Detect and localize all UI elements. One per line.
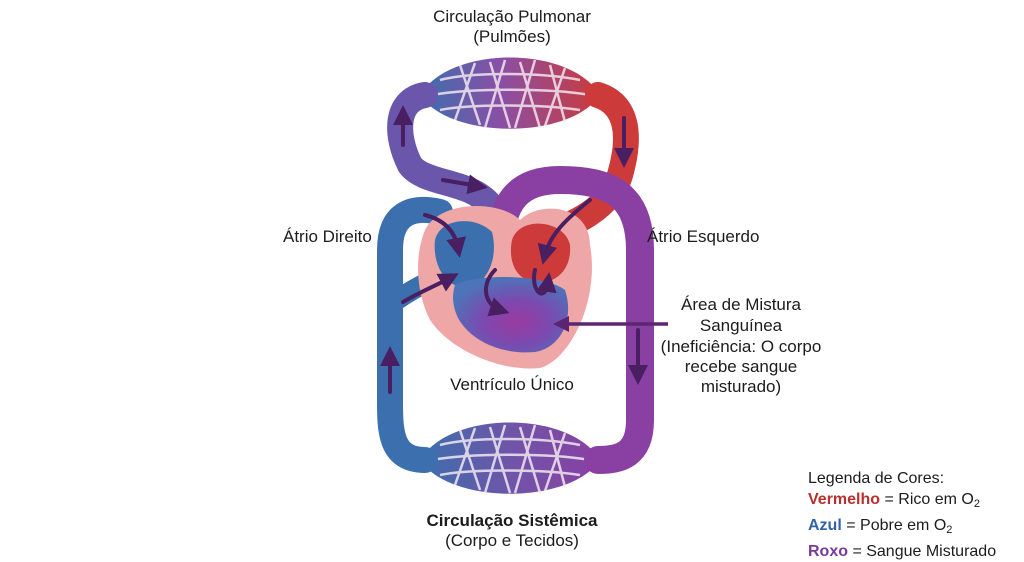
systemic-title: Circulação Sistêmica	[426, 511, 598, 530]
legend-red-word: Vermelho	[808, 491, 881, 508]
legend-blue-subscript: 2	[946, 524, 953, 536]
legend-purple-text: = Sangue Misturado	[848, 543, 997, 560]
left-atrium-label: Átrio Esquerdo	[647, 227, 760, 246]
ventricle-label: Ventrículo Único	[450, 375, 574, 394]
mixing-note-1: (Ineficiência: O corpo	[660, 337, 822, 356]
arrow-into-right-atrium	[423, 213, 466, 258]
legend-red-subscript: 2	[973, 498, 980, 510]
legend-red-text: = Rico em O	[880, 491, 974, 508]
systemic-capillary-bed	[420, 422, 600, 494]
mixing-area-title-1: Área de Mistura	[681, 295, 801, 314]
arrow-into-left-atrium	[537, 198, 592, 265]
pulmonary-subtitle: (Pulmões)	[473, 27, 551, 46]
legend-blue-text: = Pobre em O	[841, 517, 947, 534]
pulmonary-title: Circulação Pulmonar	[433, 7, 591, 26]
legend-purple: Roxo = Sangue Misturado	[808, 541, 996, 562]
arrow-ventricle-loop-right	[532, 268, 557, 296]
legend-title: Legenda de Cores:	[808, 470, 945, 487]
systemic-subtitle: (Corpo e Tecidos)	[445, 531, 579, 550]
heart	[418, 206, 592, 369]
mixing-area-title-2: Sanguínea	[699, 316, 783, 335]
legend-blue: Azul = Pobre em O2	[808, 515, 996, 541]
systemic-return-vessel	[377, 196, 453, 473]
legend-blue-word: Azul	[808, 517, 842, 534]
single-ventricle-chamber	[453, 276, 569, 353]
arrow-to-heart	[441, 174, 488, 195]
pulmonary-capillary-bed	[420, 57, 600, 129]
legend-red: Vermelho = Rico em O2	[808, 489, 996, 515]
arrow-ventricle-loop-left	[484, 268, 510, 317]
right-atrium-label: Átrio Direito	[283, 227, 372, 246]
systemic-outflow-vessel	[486, 165, 654, 474]
color-legend: Legenda de Cores: Vermelho = Rico em O2 …	[808, 468, 996, 562]
arrow-vena-branch	[401, 273, 459, 304]
legend-purple-word: Roxo	[808, 543, 848, 560]
mixing-note-2: recebe sangue	[684, 357, 798, 376]
mixing-note-3: misturado)	[700, 377, 782, 396]
flow-arrows	[380, 105, 648, 394]
mixing-pointer	[553, 316, 668, 332]
